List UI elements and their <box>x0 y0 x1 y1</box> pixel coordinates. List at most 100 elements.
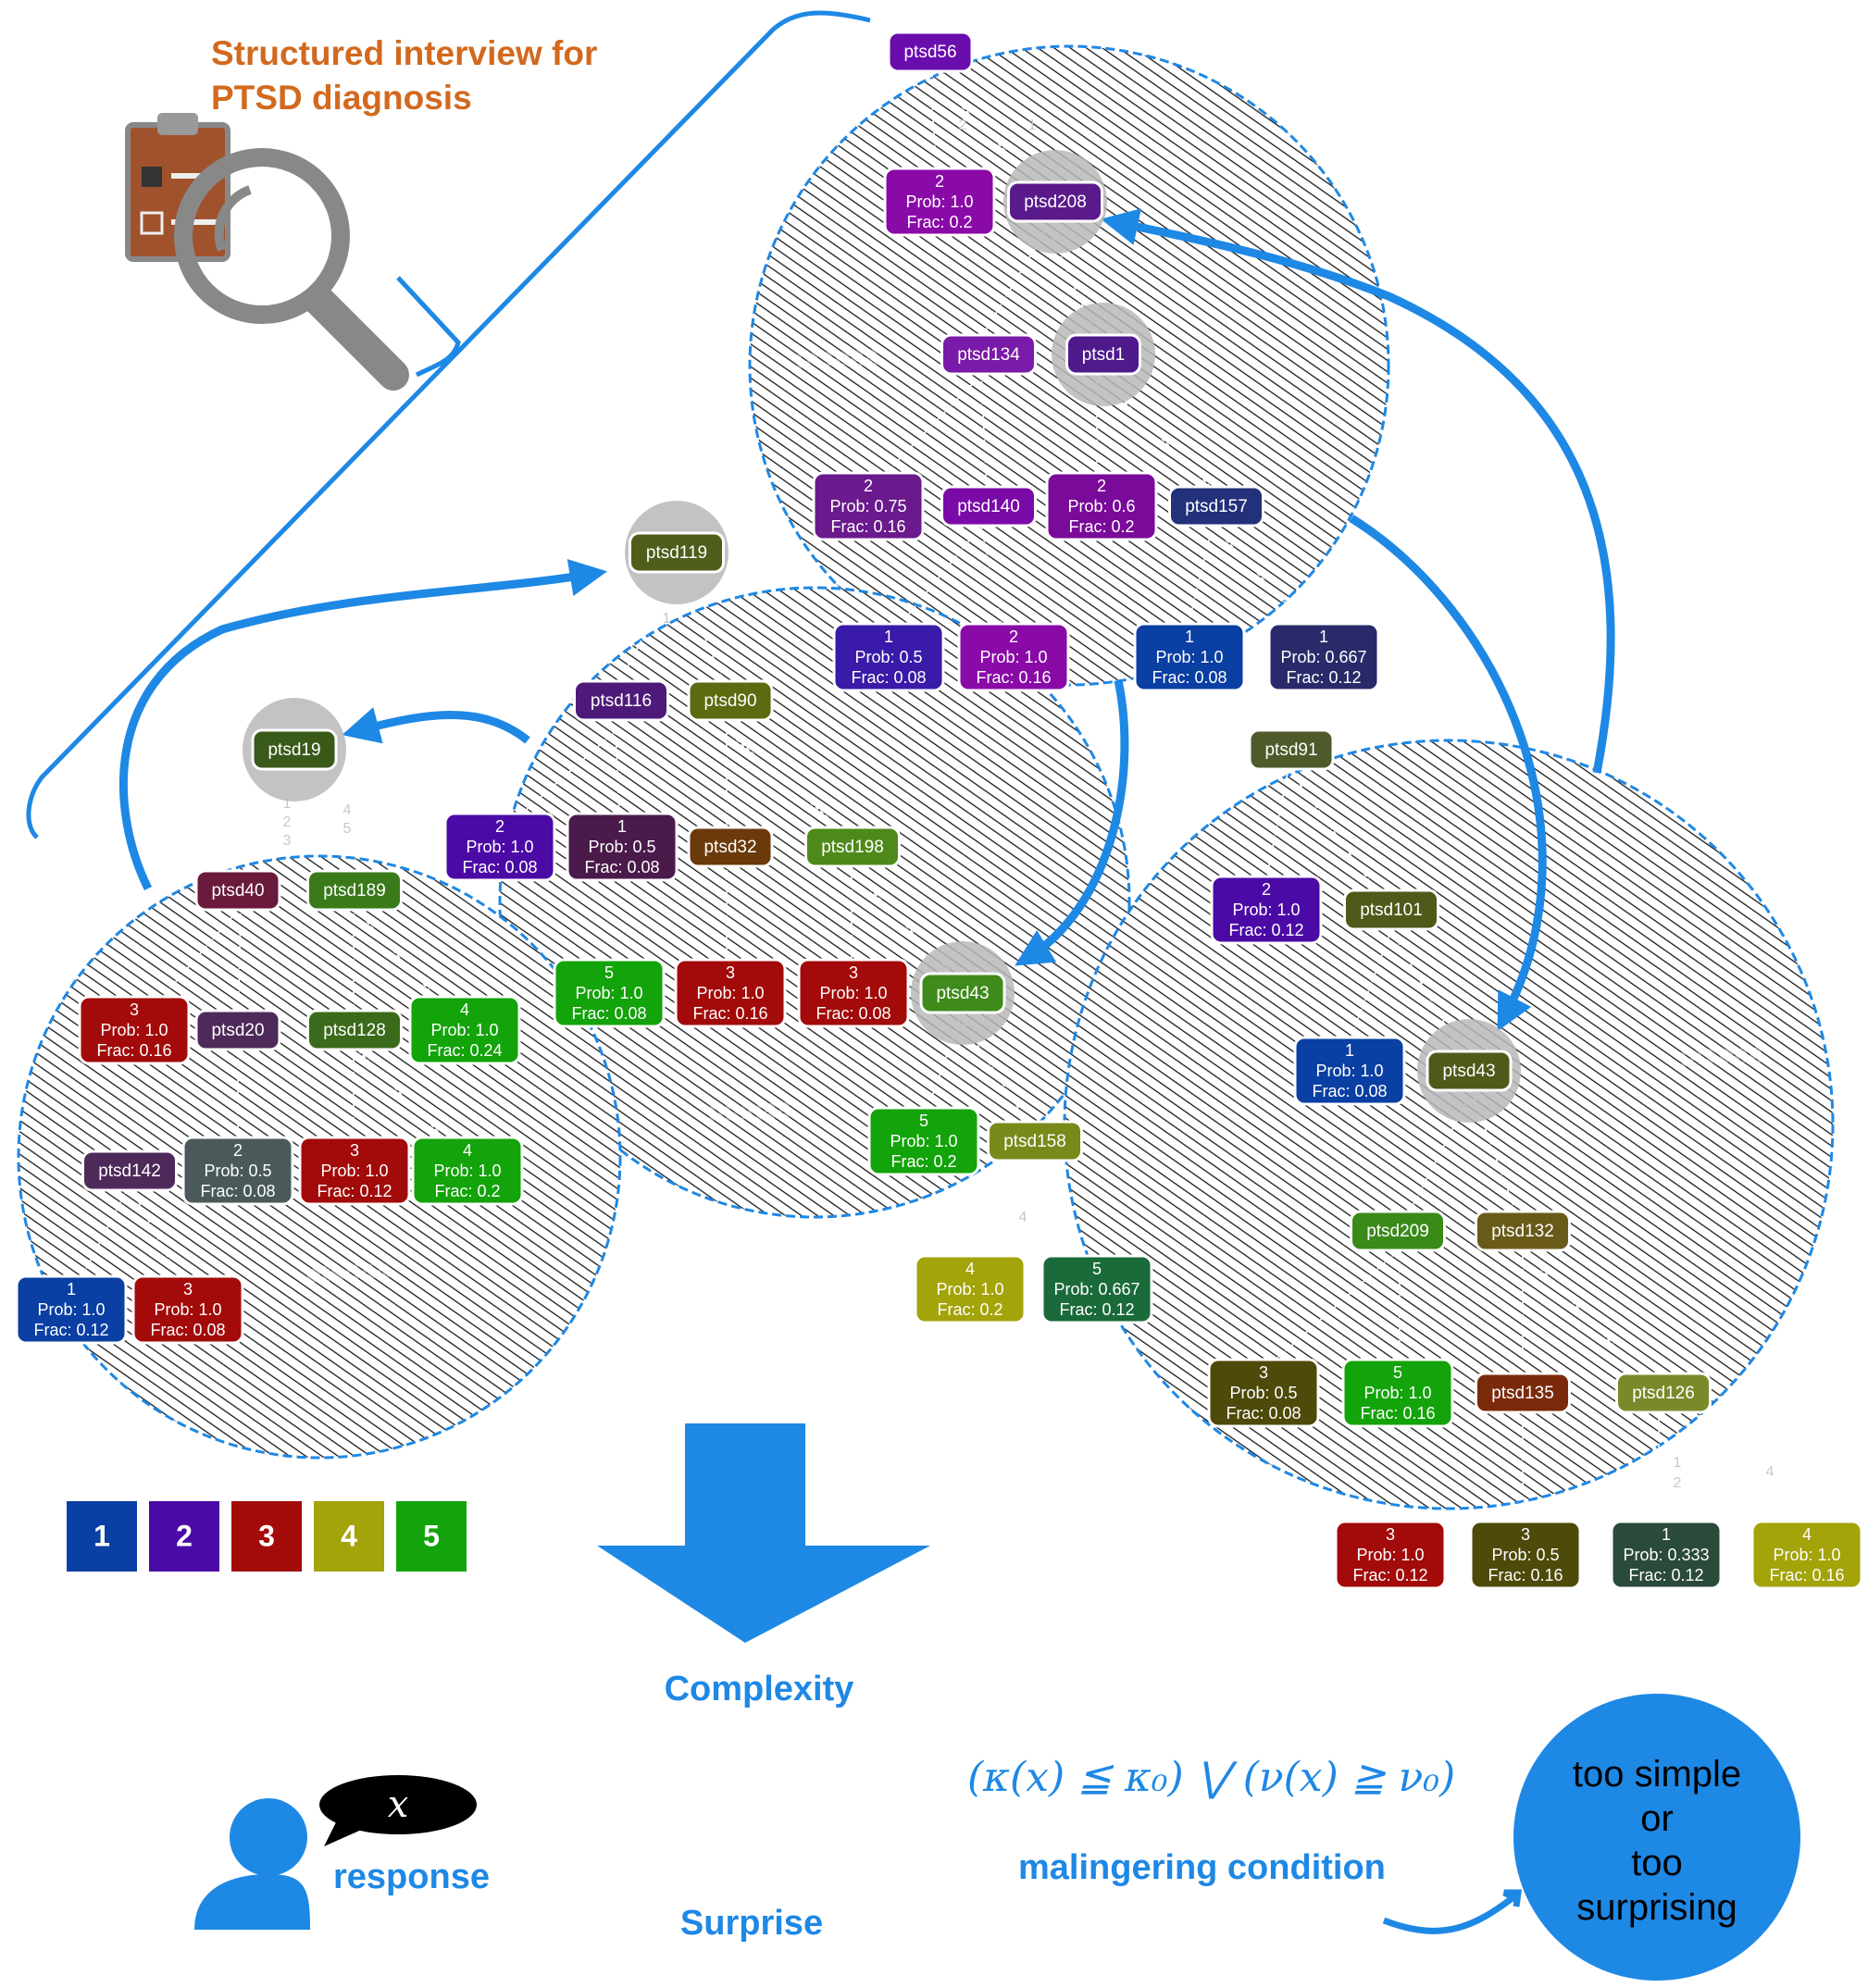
leaf-class: 3 <box>1386 1525 1395 1544</box>
edge-number: 2 <box>1674 1475 1682 1491</box>
node-label: ptsd208 <box>1024 193 1087 212</box>
node-box <box>1343 888 1439 931</box>
leaf-frac: Frac: 0.08 <box>1226 1404 1301 1423</box>
node-label: ptsd19 <box>268 740 320 760</box>
leaf-class: 1 <box>1345 1041 1354 1060</box>
legend-label: 4 <box>341 1519 357 1552</box>
node-label: ptsd32 <box>704 838 756 857</box>
leaf-class: 3 <box>130 1000 139 1019</box>
leaf-prob: Prob: 1.0 <box>154 1300 221 1319</box>
edge-number: 4 <box>1019 1210 1027 1225</box>
leaf-rect <box>298 1136 411 1206</box>
legend-item: 3 <box>231 1501 302 1572</box>
leaf-class: 2 <box>233 1141 243 1160</box>
leaf-frac: Frac: 0.2 <box>906 213 972 231</box>
tree-node: ptsd19 <box>243 698 346 801</box>
leaf-class: 1 <box>1185 627 1194 646</box>
leaf-class: 5 <box>604 963 614 982</box>
edge-number: 1 <box>1674 1455 1682 1471</box>
leaf-rect <box>566 812 679 882</box>
edge-number: 4 <box>343 802 352 818</box>
tree-node: ptsd101 <box>1343 888 1439 931</box>
leaf-frac: Frac: 0.16 <box>692 1004 767 1023</box>
leaf-class: 2 <box>1097 477 1106 495</box>
leaf-frac: Frac: 0.24 <box>427 1041 502 1060</box>
leaf-class: 3 <box>350 1141 359 1160</box>
tree-node: ptsd142 <box>81 1149 178 1192</box>
leaf-prob: Prob: 1.0 <box>1773 1546 1840 1564</box>
node-label: ptsd91 <box>1264 740 1317 760</box>
tree-node: ptsd128 <box>306 1009 403 1051</box>
person-icon <box>194 1798 310 1930</box>
node-label: ptsd134 <box>957 345 1020 365</box>
leaf-class: 4 <box>1802 1525 1812 1544</box>
leaf-frac: Frac: 0.16 <box>1360 1404 1435 1423</box>
leaf-prob: Prob: 1.0 <box>1356 1546 1424 1564</box>
node-label: ptsd43 <box>1442 1062 1495 1081</box>
leaf-frac: Frac: 0.08 <box>816 1004 890 1023</box>
leaf-prob: Prob: 1.0 <box>905 193 973 211</box>
leaf-frac: Frac: 0.2 <box>1068 517 1134 536</box>
leaf-class: 1 <box>617 817 627 836</box>
leaf-class: 1 <box>67 1280 76 1298</box>
malingering-formula: (κ(x) ≦ κ₀) ⋁ (ν(x) ≧ ν₀) <box>967 1754 1455 1801</box>
leaf-prob: Prob: 0.5 <box>1229 1384 1297 1402</box>
node-label: ptsd20 <box>211 1021 264 1040</box>
leaf-class: 2 <box>495 817 504 836</box>
leaf-frac: Frac: 0.12 <box>1628 1566 1703 1584</box>
leaf-rect <box>797 958 910 1028</box>
leaf-rect <box>674 958 787 1028</box>
leaf-prob: Prob: 1.0 <box>433 1162 501 1180</box>
leaf-frac: Frac: 0.08 <box>851 668 926 687</box>
legend-item: 2 <box>149 1501 219 1572</box>
leaf-class: 3 <box>1521 1525 1530 1544</box>
leaf-rect <box>181 1136 294 1206</box>
node-label: ptsd1 <box>1082 345 1125 365</box>
leaf-prob: Prob: 1.0 <box>430 1021 498 1039</box>
leaf-rect <box>1207 1358 1320 1428</box>
tree-node: ptsd198 <box>804 826 901 868</box>
legend-label: 2 <box>176 1519 193 1552</box>
node-box <box>887 31 974 73</box>
edge-number: 1 <box>283 796 292 812</box>
leaf-rect <box>1341 1358 1454 1428</box>
tree-node: ptsd20 <box>194 1009 281 1051</box>
leaf-frac: Frac: 0.16 <box>1769 1566 1844 1584</box>
leaf-prob: Prob: 1.0 <box>819 984 887 1002</box>
leaf-frac: Frac: 0.08 <box>462 858 537 876</box>
node-label: ptsd40 <box>211 881 264 901</box>
node-label: ptsd90 <box>704 691 756 711</box>
leaf-rect <box>1045 471 1158 541</box>
leaf-class: 3 <box>726 963 735 982</box>
cluster-middle-circle <box>498 586 1131 1219</box>
tree-node: ptsd157 <box>1168 485 1264 528</box>
node-box <box>940 333 1037 376</box>
tree-node: ptsd116 <box>573 679 669 722</box>
leaf-frac: Frac: 0.16 <box>976 668 1051 687</box>
leaf-class: 4 <box>460 1000 469 1019</box>
leaf-prob: Prob: 1.0 <box>466 838 533 856</box>
node-label: ptsd116 <box>591 691 652 711</box>
leaf-prob: Prob: 0.75 <box>829 497 906 516</box>
leaf-prob: Prob: 1.0 <box>696 984 764 1002</box>
leaf-frac: Frac: 0.2 <box>937 1300 1002 1319</box>
edge-number: 5 <box>343 821 352 837</box>
leaf-rect <box>1133 622 1246 692</box>
cluster-middle-label: ptsd44 <box>708 1097 792 1125</box>
tree-node: ptsd56 <box>887 31 974 73</box>
